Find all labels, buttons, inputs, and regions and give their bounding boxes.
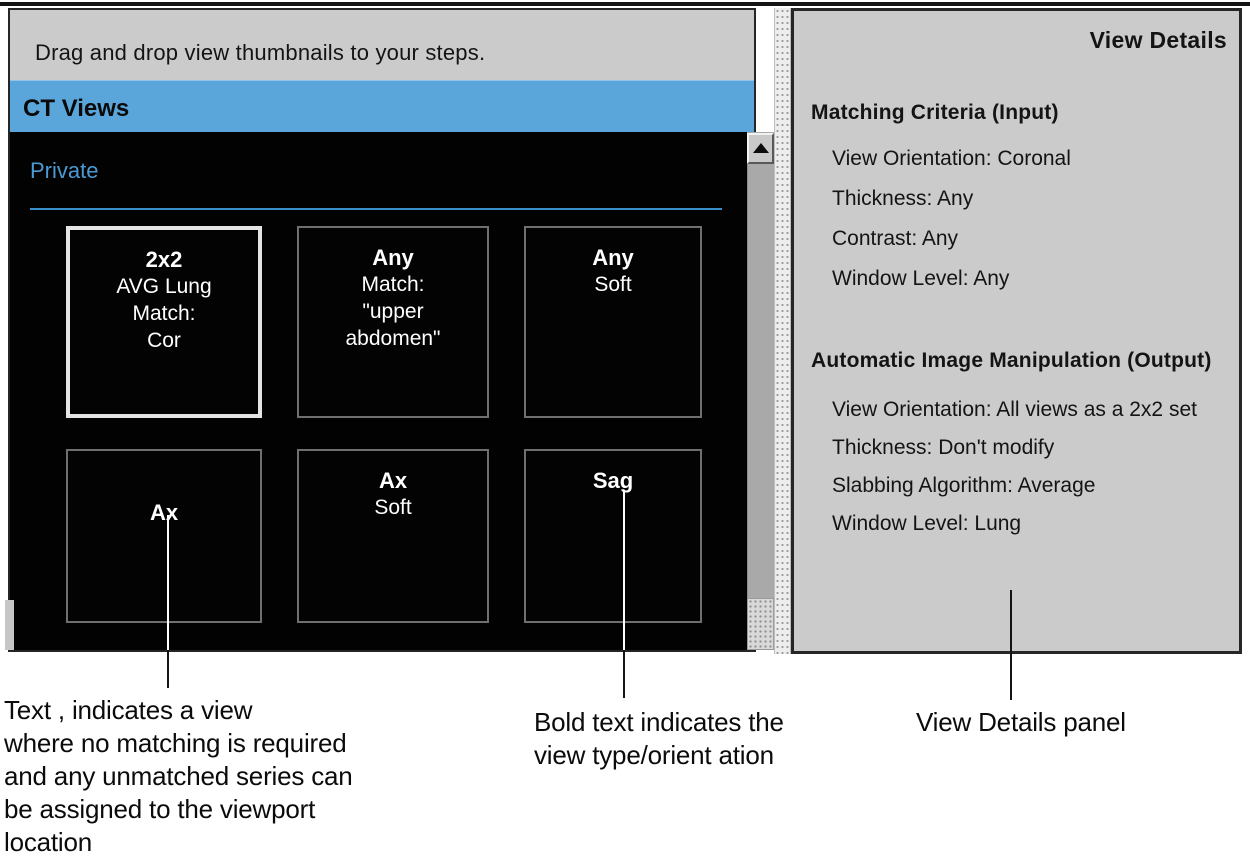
ct-views-header-bar: CT Views: [10, 80, 754, 132]
detail-item: Slabbing Algorithm: Average: [832, 474, 1096, 497]
thumbnail-detail-line: Match:: [361, 273, 425, 296]
thumbnail-view-type: Ax: [378, 468, 408, 493]
thumbnail-detail-line: "upper: [362, 300, 424, 323]
detail-item: View Orientation: Coronal: [832, 147, 1071, 170]
matching-criteria-heading: Matching Criteria (Input): [811, 101, 1059, 124]
annotation-line: Bold text indicates the: [534, 707, 784, 737]
callout-line-view-details: [1010, 590, 1012, 700]
detail-item: Thickness: Any: [832, 187, 974, 210]
annotation-line: View Details panel: [916, 707, 1126, 737]
callout-line-ax-black: [167, 650, 169, 688]
view-details-panel: View Details Matching Criteria (Input) V…: [791, 8, 1242, 654]
view-thumbnail-2x2-avg-lung[interactable]: 2x2 AVG Lung Match: Cor: [66, 226, 262, 418]
scroll-up-button[interactable]: [747, 133, 774, 164]
auto-image-manipulation-heading: Automatic Image Manipulation (Output): [811, 349, 1212, 372]
annotation-line: Text , indicates a view: [4, 695, 253, 725]
scrollbar-track[interactable]: [747, 598, 774, 650]
annotation-view-details-panel: View Details panel: [916, 706, 1126, 739]
annotation-unmatched-note: Text , indicates a view where no matchin…: [4, 694, 353, 859]
ct-views-panel: Drag and drop view thumbnails to your st…: [8, 8, 774, 652]
thumbnail-list-area: Private 2x2 AVG Lung Match: Cor Any Matc…: [10, 132, 774, 650]
auto-image-manipulation-items: View Orientation: All views as a 2x2 set…: [832, 391, 1197, 543]
callout-line-sag-white: [623, 490, 625, 650]
scroll-up-icon: [752, 143, 769, 153]
vertical-scrollbar[interactable]: [747, 132, 774, 650]
scrollbar-thumb[interactable]: [747, 164, 774, 598]
instruction-text: Drag and drop view thumbnails to your st…: [35, 40, 486, 65]
annotation-line: and any unmatched series can: [4, 761, 353, 791]
panel-splitter[interactable]: [774, 8, 791, 654]
ct-views-header-label: CT Views: [23, 95, 130, 122]
view-thumbnail-ax-soft[interactable]: Ax Soft: [297, 449, 489, 623]
thumbnail-detail-line: abdomen": [345, 327, 441, 350]
detail-item: Contrast: Any: [832, 227, 959, 250]
annotation-line: where no matching is required: [4, 728, 347, 758]
annotation-line: view type/orient ation: [534, 740, 774, 770]
detail-item: View Orientation: All views as a 2x2 set: [832, 398, 1197, 421]
annotation-line: be assigned to the viewport: [4, 794, 316, 824]
list-edge-strip: [5, 600, 14, 650]
view-thumbnail-ax[interactable]: Ax: [66, 449, 262, 623]
private-group-header[interactable]: Private: [30, 158, 99, 183]
view-details-title: View Details: [1089, 27, 1227, 53]
thumbnail-view-type: Sag: [592, 468, 634, 493]
view-thumbnail-any-soft[interactable]: Any Soft: [524, 226, 702, 418]
matching-criteria-items: View Orientation: Coronal Thickness: Any…: [832, 139, 1071, 299]
group-divider: [30, 208, 722, 210]
detail-item: Thickness: Don't modify: [832, 436, 1055, 459]
callout-line-ax-white: [167, 515, 169, 650]
thumbnail-detail-line: AVG Lung: [116, 275, 212, 298]
thumbnail-view-type: Any: [592, 245, 634, 270]
annotation-line: location: [4, 827, 93, 857]
annotation-bold-note: Bold text indicates the view type/orient…: [534, 706, 784, 772]
thumbnail-view-type: Ax: [149, 500, 179, 525]
thumbnail-view-type: 2x2: [145, 247, 183, 272]
callout-line-sag-black: [623, 650, 625, 698]
thumbnail-detail-line: Cor: [147, 329, 181, 352]
detail-item: Window Level: Lung: [832, 512, 1022, 535]
thumbnail-detail-line: Soft: [594, 273, 632, 296]
view-thumbnail-any-upper-abdomen[interactable]: Any Match: "upper abdomen": [297, 226, 489, 418]
view-thumbnail-sag[interactable]: Sag: [524, 449, 702, 623]
detail-item: Window Level: Any: [832, 267, 1010, 290]
figure-top-rule: [0, 2, 1250, 6]
thumbnail-view-type: Any: [372, 245, 414, 270]
thumbnail-detail-line: Soft: [374, 496, 412, 519]
thumbnail-detail-line: Match:: [132, 302, 196, 325]
